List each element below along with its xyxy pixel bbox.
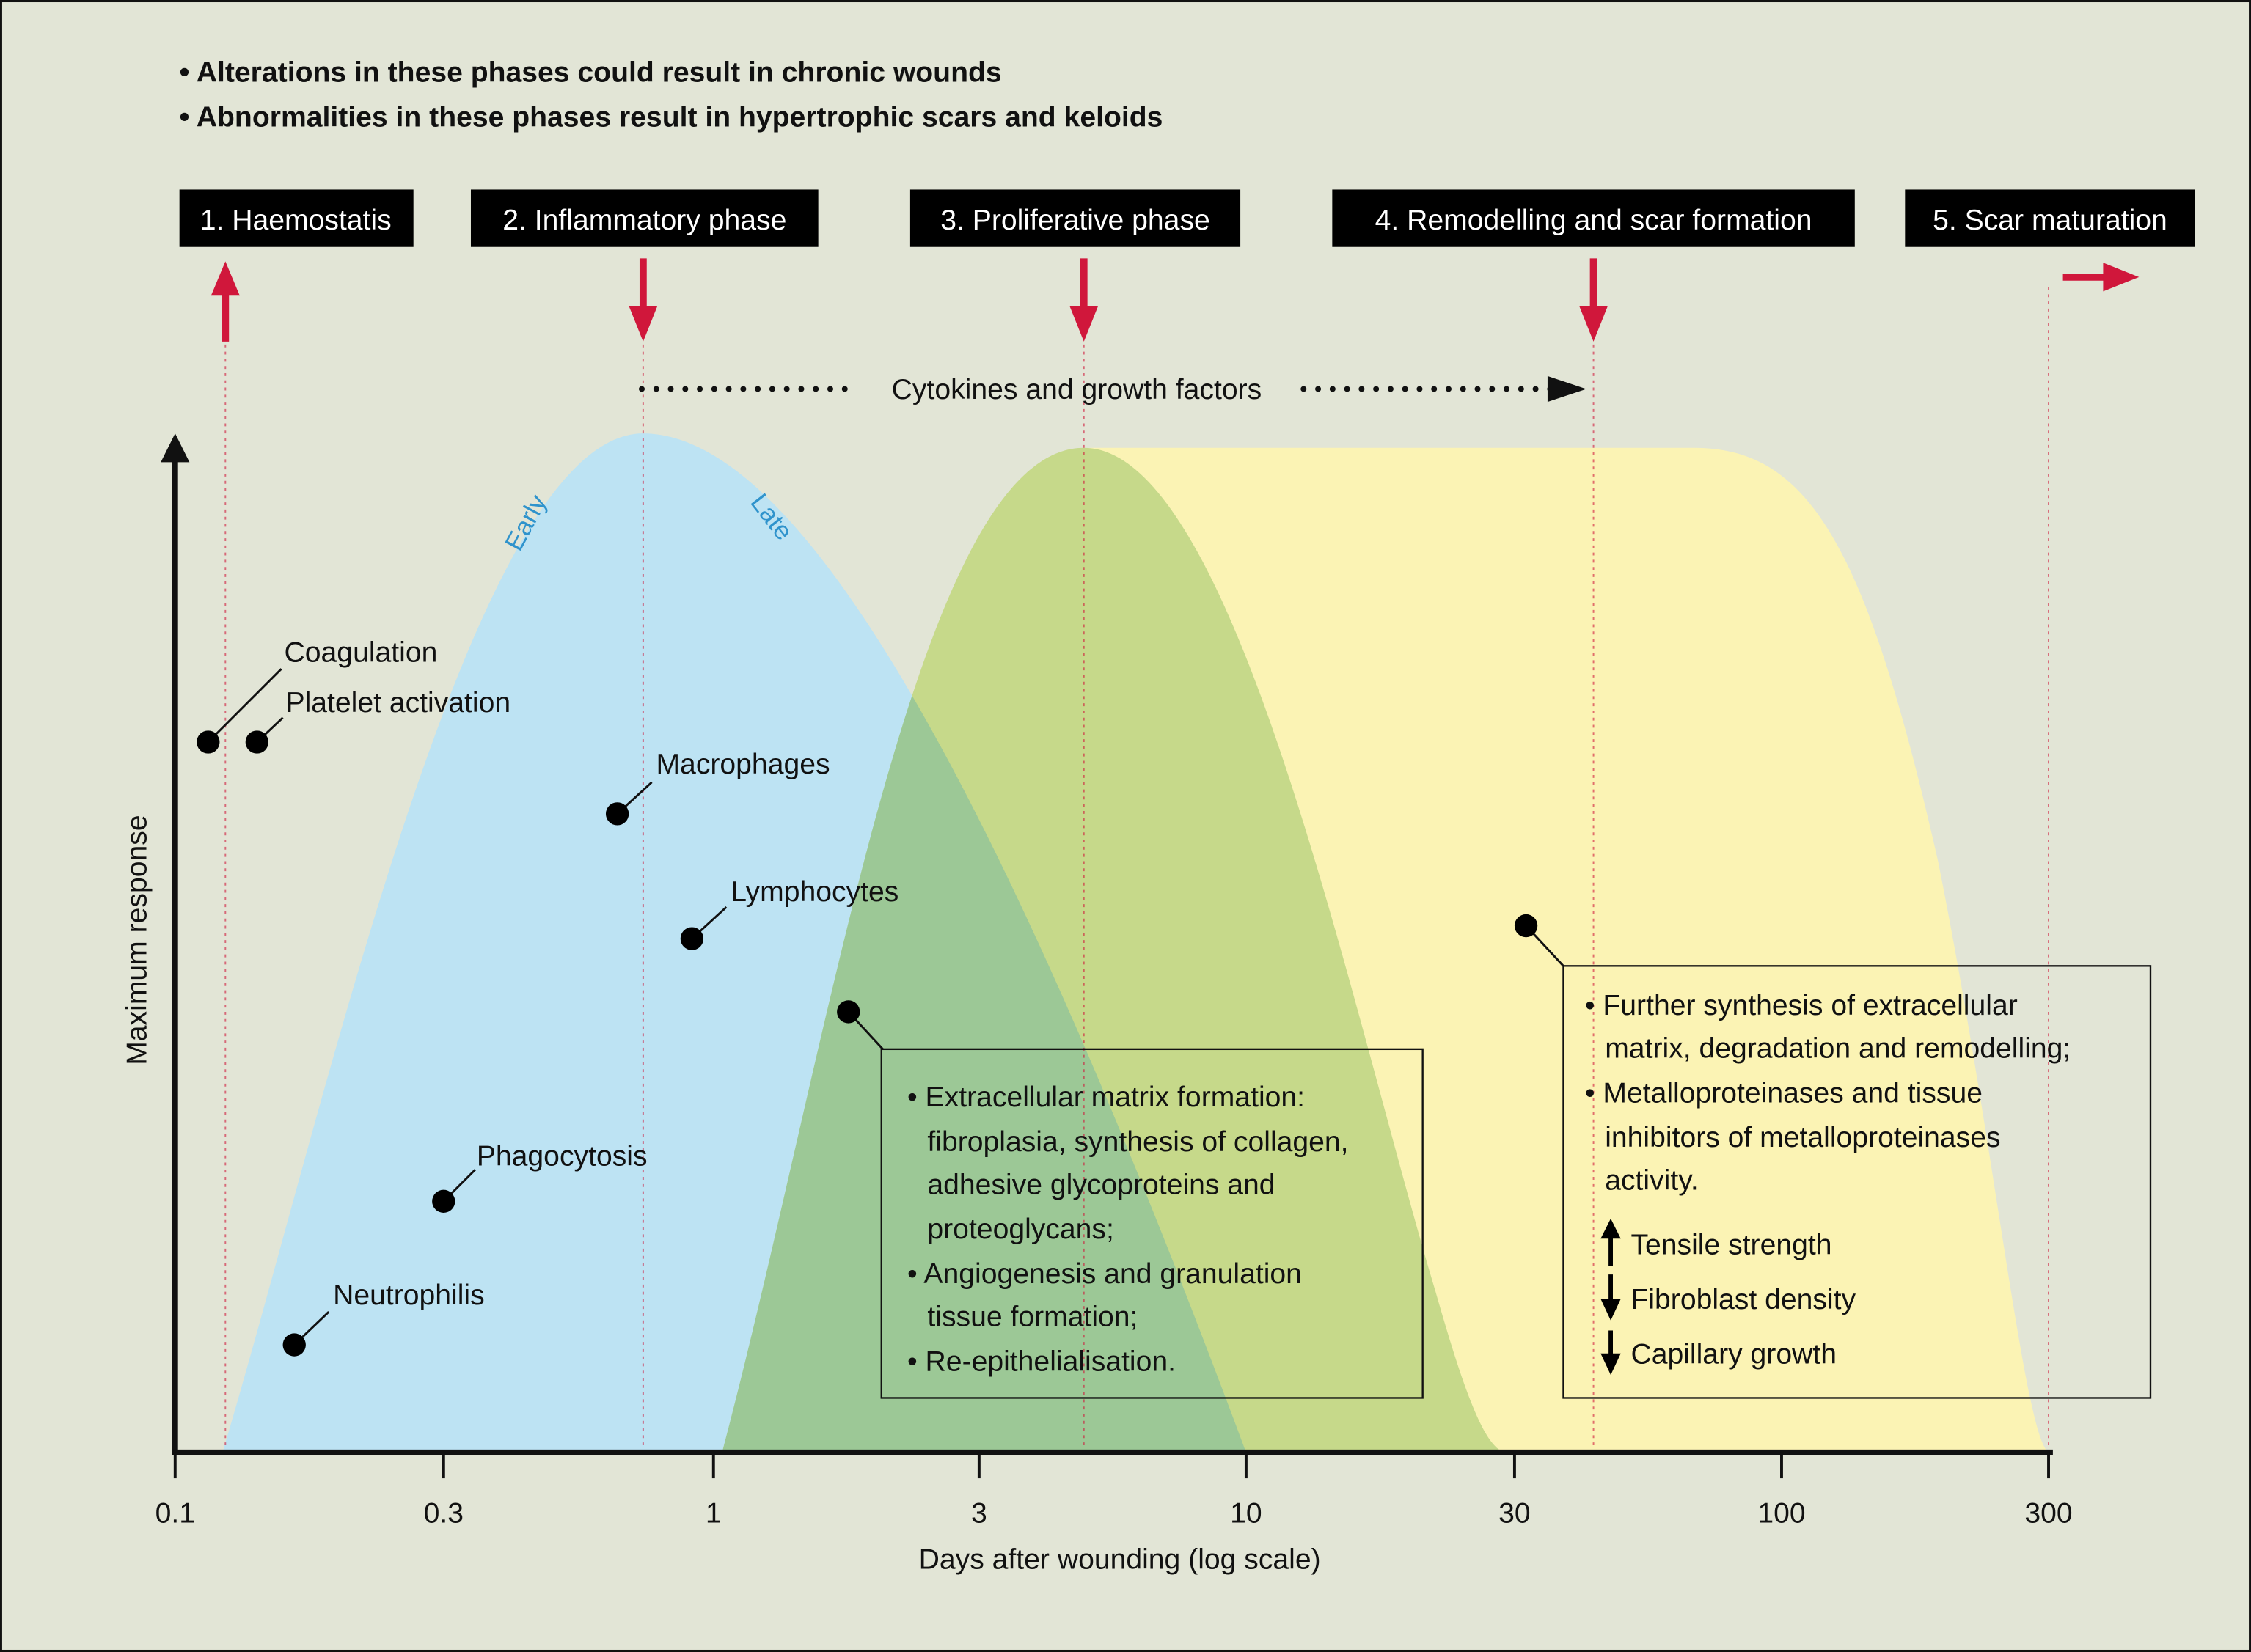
svg-text:Macrophages: Macrophages — [656, 749, 830, 780]
tick-label: 0.1 — [155, 1498, 195, 1530]
svg-text:matrix, degradation and remode: matrix, degradation and remodelling; — [1605, 1033, 2071, 1065]
phase-label-2: 2. Inflammatory phase — [470, 189, 819, 247]
x-axis-label: Days after wounding (log scale) — [919, 1543, 1321, 1575]
tick-label: 1 — [706, 1498, 722, 1530]
svg-text:fibroplasia, synthesis of coll: fibroplasia, synthesis of collagen, — [927, 1126, 1348, 1158]
svg-text:• Extracellular matrix formati: • Extracellular matrix formation: — [907, 1082, 1305, 1113]
trend-fibroblast-density: Fibroblast density — [1600, 1274, 1856, 1321]
tick-label: 30 — [1498, 1498, 1531, 1530]
cytokines-label: Cytokines and growth factors — [892, 374, 1262, 405]
arrow-down-icon — [1069, 258, 1099, 342]
svg-text:adhesive glycoproteins and: adhesive glycoproteins and — [927, 1170, 1275, 1201]
svg-text:4. Remodelling and scar format: 4. Remodelling and scar formation — [1375, 205, 1812, 236]
arrow-right-icon — [2062, 263, 2140, 292]
event-lymphocytes: Lymphocytes — [680, 876, 898, 950]
arrow-down-icon — [1600, 1330, 1621, 1376]
tick-label: 10 — [1230, 1498, 1262, 1530]
arrow-down-icon — [1600, 1274, 1621, 1321]
svg-text:• Angiogenesis and granulation: • Angiogenesis and granulation — [907, 1258, 1302, 1290]
trend-tensile-strength: Tensile strength — [1600, 1218, 1831, 1266]
arrow-up-icon — [211, 261, 240, 342]
svg-text:tissue formation;: tissue formation; — [927, 1302, 1138, 1333]
tick-label: 300 — [2024, 1498, 2072, 1530]
arrow-down-icon — [629, 258, 658, 342]
svg-text:Tensile strength: Tensile strength — [1630, 1230, 1831, 1261]
svg-text:Neutrophilis: Neutrophilis — [333, 1280, 485, 1311]
svg-text:3. Proliferative phase: 3. Proliferative phase — [940, 205, 1210, 236]
phase-marker-lines — [224, 287, 2050, 1447]
tick-label: 100 — [1757, 1498, 1805, 1530]
arrow-down-icon — [1578, 258, 1608, 342]
y-axis-arrow-icon — [161, 433, 190, 463]
phase-label-4: 4. Remodelling and scar formation — [1332, 189, 1855, 247]
svg-text:proteoglycans;: proteoglycans; — [927, 1214, 1113, 1245]
svg-text:5. Scar maturation: 5. Scar maturation — [1933, 205, 2167, 236]
svg-text:activity.: activity. — [1605, 1165, 1699, 1197]
arrow-up-icon — [1600, 1218, 1621, 1266]
note-scars: • Abnormalities in these phases result i… — [180, 101, 1163, 133]
svg-text:Capillary growth: Capillary growth — [1630, 1338, 1837, 1370]
event-macrophages: Macrophages — [605, 749, 830, 826]
svg-text:Coagulation: Coagulation — [285, 636, 438, 668]
event-neutrophilis: Neutrophilis — [282, 1280, 485, 1357]
tick-label: 3 — [971, 1498, 987, 1530]
svg-text:• Re-epithelialisation.: • Re-epithelialisation. — [907, 1346, 1176, 1377]
note-chronic: • Alterations in these phases could resu… — [180, 57, 1002, 89]
event-coagulation: Coagulation — [197, 636, 438, 754]
phase-label-5: 5. Scar maturation — [1905, 189, 2195, 247]
event-phagocytosis: Phagocytosis — [432, 1140, 648, 1213]
svg-text:Platelet activation: Platelet activation — [285, 687, 510, 719]
remodelling-description-box: • Further synthesis of extracellular mat… — [1514, 914, 2152, 1399]
svg-text:inhibitors of metalloproteinas: inhibitors of metalloproteinases — [1605, 1122, 2000, 1153]
phase-arrows — [211, 258, 2140, 342]
svg-text:2. Inflammatory phase: 2. Inflammatory phase — [502, 205, 786, 236]
proliferative-description-box: • Extracellular matrix formation: fibrop… — [837, 1000, 1424, 1399]
cytokines-arrowhead-icon — [1547, 375, 1586, 403]
event-platelet-activation: Platelet activation — [245, 687, 510, 754]
x-tick-labels: 0.1 0.3 1 3 10 30 100 300 — [155, 1498, 2073, 1530]
y-axis-label: Maximum response — [122, 815, 153, 1065]
axes — [161, 433, 2053, 1479]
svg-text:Lymphocytes: Lymphocytes — [731, 876, 898, 908]
tick-label: 0.3 — [424, 1498, 464, 1530]
svg-text:Phagocytosis: Phagocytosis — [477, 1140, 648, 1172]
svg-text:Fibroblast density: Fibroblast density — [1630, 1284, 1856, 1315]
svg-text:1. Haemostatis: 1. Haemostatis — [200, 205, 392, 236]
svg-text:• Metalloproteinases and tissu: • Metalloproteinases and tissue — [1585, 1077, 1983, 1109]
svg-text:• Further synthesis of extrace: • Further synthesis of extracellular — [1585, 990, 2018, 1021]
phase-label-1: 1. Haemostatis — [179, 189, 414, 247]
phase-label-3: 3. Proliferative phase — [909, 189, 1241, 247]
trend-capillary-growth: Capillary growth — [1600, 1330, 1837, 1376]
